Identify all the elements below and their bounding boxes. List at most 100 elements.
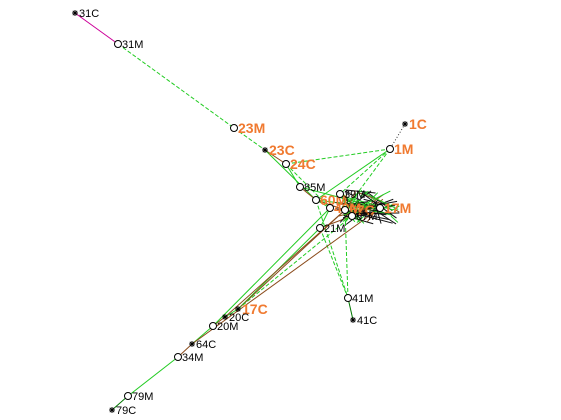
cluster-edge [374, 201, 382, 224]
node-79C[interactable]: 79C [109, 405, 136, 417]
node-label: 39M [344, 189, 365, 201]
circle-marker-icon [296, 183, 304, 191]
node-31C[interactable]: 31C [72, 8, 99, 20]
node-67M[interactable]: 67M [348, 211, 378, 223]
cluster-edge [358, 192, 377, 200]
node-85M[interactable]: 85M [296, 182, 326, 194]
node-41M[interactable]: 41M [344, 293, 374, 305]
edge-21M-41M [319, 227, 349, 299]
node-label: 85M [304, 182, 325, 194]
edge-57C-41M [344, 209, 349, 299]
cluster-edge [356, 215, 365, 223]
cluster-edge [340, 191, 363, 215]
circle-marker-icon [336, 190, 344, 198]
edge-24C-1M [285, 148, 391, 165]
edge-1M-57C [344, 148, 391, 211]
star-marker-icon [262, 147, 268, 153]
edge-1M-39M [339, 148, 391, 195]
nodes-layer: 31C31M23M23C24C1C1M85M60M39M40M57C17M67M… [72, 8, 427, 417]
edge-20C-57C [224, 209, 346, 318]
node-label: 23M [238, 120, 265, 136]
star-marker-icon [72, 10, 78, 16]
star-marker-icon [402, 121, 408, 127]
star-marker-icon [189, 341, 195, 347]
cluster-edge [363, 198, 390, 207]
circle-marker-icon [326, 204, 334, 212]
node-39M[interactable]: 39M [336, 189, 366, 201]
circle-marker-icon [341, 206, 349, 214]
node-17C[interactable]: 17C [235, 301, 268, 317]
node-34M[interactable]: 34M [174, 352, 204, 364]
node-label: 1M [394, 141, 413, 157]
circle-marker-icon [376, 204, 384, 212]
node-label: 17M [384, 200, 411, 216]
edge-1M-60M [315, 148, 391, 201]
node-64C[interactable]: 64C [189, 339, 216, 351]
node-label: 41M [352, 293, 373, 305]
node-31M[interactable]: 31M [114, 39, 144, 51]
circle-marker-icon [124, 392, 132, 400]
cluster-edge [344, 200, 359, 223]
node-label: 79C [116, 405, 136, 417]
node-23C[interactable]: 23C [262, 142, 295, 158]
edge-24C-85M [285, 163, 301, 188]
node-79M[interactable]: 79M [124, 391, 154, 403]
node-1C[interactable]: 1C [402, 116, 427, 132]
node-1M[interactable]: 1M [386, 141, 414, 157]
cluster-edge [351, 201, 369, 205]
node-label: 1C [409, 116, 427, 132]
node-label: 20M [217, 321, 238, 333]
edge-23M-23C [233, 127, 266, 151]
edge-24C-40M [285, 163, 331, 209]
node-label: 23C [269, 142, 295, 158]
node-label: 17C [242, 301, 268, 317]
edge-17C-67M [237, 215, 353, 310]
circle-marker-icon [282, 160, 290, 168]
edge-60M-41M [315, 199, 349, 299]
edge-34M-79M [127, 356, 179, 397]
node-23M[interactable]: 23M [230, 120, 266, 136]
circle-marker-icon [316, 224, 324, 232]
edge-64C-17M [191, 207, 381, 345]
node-24C[interactable]: 24C [282, 156, 316, 172]
node-label: 67M [356, 211, 377, 223]
node-label: 64C [196, 339, 216, 351]
cluster-edge [360, 190, 369, 197]
node-label: 24C [290, 156, 316, 172]
cluster-edge [390, 215, 399, 223]
node-20M[interactable]: 20M [209, 321, 239, 333]
node-20C[interactable]: 20C [222, 312, 249, 324]
node-label: 79M [132, 391, 153, 403]
circle-marker-icon [348, 212, 356, 220]
circle-marker-icon [114, 40, 122, 48]
node-41C[interactable]: 41C [350, 315, 377, 327]
node-label: 34M [182, 352, 203, 364]
circle-marker-icon [344, 294, 352, 302]
edge-31M-23M [117, 43, 235, 129]
star-marker-icon [109, 407, 115, 413]
edge-23C-60M [264, 149, 317, 201]
cluster-edge [363, 192, 399, 210]
edge-1C-1M [389, 123, 406, 150]
circle-marker-icon [174, 353, 182, 361]
node-label: 21M [324, 223, 345, 235]
edge-23C-24C [264, 149, 287, 165]
node-label: 20C [229, 312, 249, 324]
cluster-edge [349, 211, 393, 224]
node-17M[interactable]: 17M [376, 200, 412, 216]
star-marker-icon [222, 314, 228, 320]
circle-marker-icon [386, 145, 394, 153]
cluster-edge [340, 194, 360, 223]
edge-31C-31M [74, 12, 119, 45]
circle-marker-icon [209, 322, 217, 330]
node-21M[interactable]: 21M [316, 223, 346, 235]
star-marker-icon [350, 317, 356, 323]
circle-marker-icon [312, 196, 320, 204]
edge-21M-67M [319, 215, 353, 229]
circle-marker-icon [230, 124, 238, 132]
star-marker-icon [235, 306, 241, 312]
node-label: 31M [122, 39, 143, 51]
node-label: 31C [79, 8, 99, 20]
cluster-edge [352, 209, 387, 216]
